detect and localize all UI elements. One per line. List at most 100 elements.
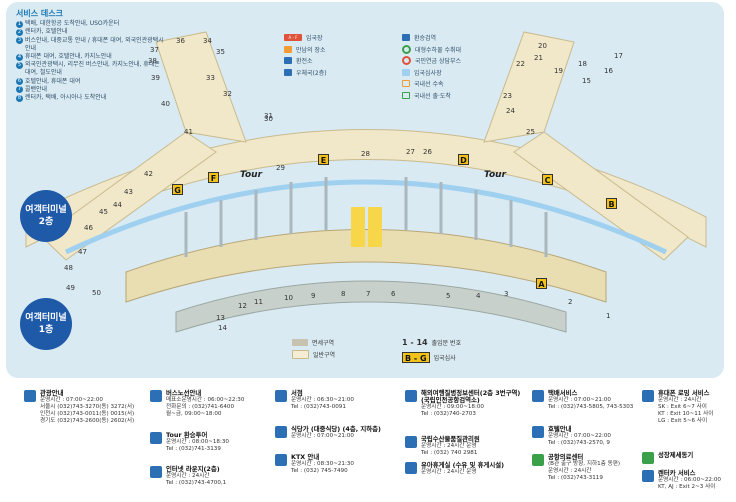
domestic-arrival-icon (402, 91, 410, 99)
service-title: 해외여행질병정보센터(2층 3번구역) (국립인천공항검역소) (421, 389, 521, 404)
meeting-point-icon (284, 45, 292, 53)
gate-number: 46 (84, 224, 93, 232)
service-title: 관광안내 (40, 389, 64, 397)
service-icon (24, 390, 36, 402)
tour-label-east: Tour (484, 170, 507, 180)
service-detail: KT, AJ : Exit 2~3 사이 (658, 484, 716, 490)
service-icon (405, 462, 417, 474)
duty-free-legend: 면세구역 (292, 338, 334, 347)
service-detail: 운영시간 : 07:00~21:00 (291, 433, 354, 439)
curbside (175, 280, 567, 333)
service-icon (405, 390, 417, 402)
desk-number: 5 (16, 61, 23, 69)
gate-number: 16 (604, 67, 613, 75)
desk-number: 4 (16, 53, 23, 61)
airside-corridor (64, 179, 668, 255)
service-title: KTX 안내 (291, 453, 320, 461)
service-detail: 서울시 (032)743-3270(동) 3272(서) (40, 404, 135, 410)
service-detail: 월~금, 09:00~18:00 (166, 411, 222, 417)
gate-number: 14 (218, 324, 227, 332)
service-icon (275, 426, 287, 438)
service-detail: 운영시간 : 07:00~22:00 (40, 397, 103, 403)
service-detail: 전화문의 : (032)741-6400 (166, 404, 234, 410)
general-area-legend: 일반구역 (292, 350, 335, 359)
gate-number: 8 (341, 290, 346, 298)
gate-number: 1 (606, 312, 611, 320)
gate-number: 13 (216, 314, 225, 322)
service-detail: 경기도 (032)743-2600(동) 2602(서) (40, 418, 135, 424)
service-icon (642, 470, 654, 482)
gate-number: 18 (578, 60, 587, 68)
centre-block-left (351, 207, 365, 247)
legend-label: 만남의 장소 (296, 46, 326, 54)
service-title: 호텔안내 (548, 425, 572, 433)
gate-number: 5 (446, 292, 451, 300)
service-detail: 운영시간 : 24시간 운영 (421, 469, 477, 475)
gate-stubs (184, 177, 548, 257)
service-title: 식당가 (대중식당) (4층, 지하층) (291, 425, 381, 433)
legend-label: 대형수하물 수취대 (415, 46, 462, 54)
desk-number: 6 (16, 78, 23, 86)
service-detail: 운영시간 : 24시간 (658, 397, 702, 403)
service-entry: 해외여행질병정보센터(2층 3번구역) (국립인천공항검역소)운영시간 : 09… (405, 389, 531, 418)
service-title: 공항의료센터 (548, 453, 584, 461)
service-detail: 인천시 (032)743-0011(동) 0015(서) (40, 411, 135, 417)
service-detail: Tel : (032)743-2570, 9 (548, 440, 610, 446)
desk-item: 렌터카, 호텔안내 (25, 28, 68, 36)
gate-number: 2 (568, 298, 573, 306)
gate-letter-c: C (542, 174, 553, 185)
gate-number: 23 (503, 92, 512, 100)
service-title: 렌터카 서비스 (658, 469, 696, 477)
gate-number: 19 (554, 67, 563, 75)
gate-number: 40 (161, 100, 170, 108)
gate-number: 35 (216, 48, 225, 56)
service-title: 인터넷 라운지(2층) (166, 465, 220, 473)
service-icon (405, 436, 417, 448)
gate-number: 39 (151, 74, 160, 82)
oversize-baggage-icon (402, 44, 411, 54)
service-detail: Tel : (032)743-0091 (291, 404, 346, 410)
service-entry: 식당가 (대중식당) (4층, 지하층)운영시간 : 07:00~21:00 (275, 425, 401, 440)
service-detail: 운영시간 : 07:00~21:00 (548, 397, 611, 403)
gate-number: 25 (526, 128, 535, 136)
general-area-label: 일반구역 (313, 352, 336, 359)
gate-letter-d: D (458, 154, 469, 165)
service-detail: Tel : (032) 745-7490 (291, 468, 348, 474)
desk-number: 8 (16, 94, 23, 102)
service-title: Tour 환승투어 (166, 431, 208, 439)
service-title: 휴대폰 로밍 서비스 (658, 389, 710, 397)
service-detail: Tel : (032)743-3119 (548, 475, 603, 481)
service-detail: 운영시간 : 24시간 (166, 473, 210, 479)
immigration-area-swatch (402, 68, 410, 76)
gate-letter-b: B (606, 198, 617, 209)
service-detail: 운영시간 : 24시간 (548, 468, 592, 474)
service-detail: 매표소운영시간 : 06:00~22:30 (166, 397, 245, 403)
general-area-swatch (292, 350, 309, 359)
gate-number: 22 (516, 60, 525, 68)
centre-block-right (368, 207, 382, 247)
legend-label: 입국심사장 (414, 69, 442, 77)
desk-number: 2 (16, 28, 23, 36)
legend-label: 우체국(2층) (296, 69, 327, 77)
service-icon (642, 390, 654, 402)
gate-range-legend: 1 - 14 출입문 번호 (402, 338, 461, 347)
gate-number: 6 (391, 290, 396, 298)
service-icon (642, 452, 654, 464)
desk-item: 휴대폰 대여, 호텔안내, 카지노안내 (25, 53, 112, 61)
service-title: 버스노선안내 (166, 389, 202, 397)
gate-number: 38 (148, 57, 157, 65)
duty-free-label: 면세구역 (312, 340, 335, 347)
floor-1-concourse (125, 229, 607, 303)
gate-letter-e: E (318, 154, 329, 165)
service-icon (150, 432, 162, 444)
terminal-map-drawing (25, 31, 707, 333)
service-title: 성장제세동기 (658, 451, 694, 459)
service-detail: 운영시간 : 08:30~21:30 (291, 461, 354, 467)
